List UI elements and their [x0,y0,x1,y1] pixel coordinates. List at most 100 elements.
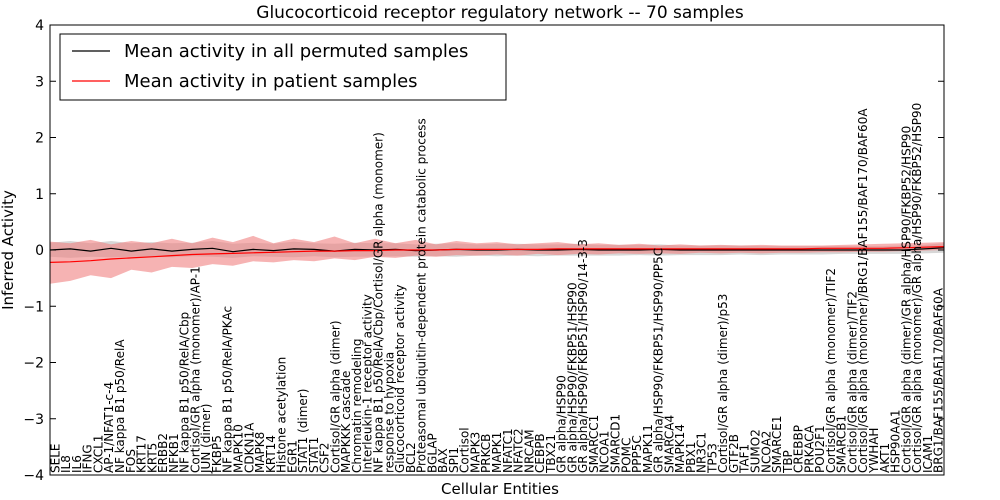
entity-label: MAPK10 [232,424,246,473]
entity-label: Cortisol/GR alpha (dimer)/p53 [716,294,730,473]
y-tick-label: 1 [35,187,44,203]
entity-label: PPP5C [630,435,644,473]
y-tick-label: 2 [35,131,44,147]
legend-label-patient: Mean activity in patient samples [124,71,418,92]
entity-label: CREBBP [792,425,806,473]
entity-label: IL8 [59,455,73,473]
entity-label: CSF2 [318,442,332,473]
entity-label: CXCL1 [92,435,106,473]
entity-label: GR alpha/HSP90/FKBP51/HSP90 [565,282,579,473]
entity-label: NF kappa B1 p50/RelA/PKAc [221,306,235,473]
entity-label: Cortisol/GR alpha (dimer) [328,320,342,473]
entity-label: STAT1 (dimer) [296,389,310,473]
entity-label: BGLAP [425,433,439,473]
entity-label: ERBB2 [156,433,170,473]
entity-label: GR alpha/HSP90/FKBP51/HSP90/PP5C [652,248,666,473]
y-tick-label: 3 [35,74,44,90]
entity-label: BRG1/BAF155/BAF170/BAF60A [932,287,946,473]
entity-label: NF kappa B1 p50/RelA/Cbp/Cortisol/GR alp… [372,132,386,473]
entity-label: SMARCA4 [662,415,676,473]
y-tick-label: −3 [23,412,44,428]
entity-label: BAX [436,448,450,473]
entity-label: GTF2B [727,434,741,473]
entity-label: Cortisol/GR alpha (monomer)/BRG1/BAF155/… [856,108,870,473]
entity-label: FOS [124,449,138,473]
entity-label: FKBP5 [210,435,224,473]
entity-label: Cortisol/GR alpha (monomer)/AP-1 [188,266,202,473]
entity-label: MAPK3 [469,432,483,473]
entity-label: NCOA1 [598,431,612,473]
entity-label: JUN (dimer) [199,404,213,474]
entity-label: STAT1 [307,437,321,473]
entity-label: response to hypoxia [382,352,396,473]
entity-label: NFATC1 [501,428,515,473]
entity-label: PBX1 [684,442,698,473]
entity-label: AKT1 [878,443,892,473]
entity-label: NR3C1 [695,432,709,473]
entity-label: EGR1 [285,440,299,473]
entity-label: Proteasomal ubiquitin-dependent protein … [415,118,429,473]
entity-label: GR alpha/HSP90/FKBP51/HSP90/14-3-3 [576,239,590,473]
entity-label: KRT5 [145,443,159,473]
entity-label: ICAM1 [921,435,935,473]
entity-label: Interleukin-1 receptor activity [361,294,375,473]
entity-label: NF kappa B1 p50/RelA/Cbp [178,312,192,473]
entity-label: SMARCB1 [835,415,849,473]
entity-label: Chromatin remodeling [350,339,364,473]
entity-label: MAPK11 [641,424,655,473]
entity-label: NCOA2 [759,431,773,473]
entity-label: TBX21 [544,434,558,474]
entity-label: SUMO2 [749,429,763,473]
legend-label-permuted: Mean activity in all permuted samples [124,41,468,62]
entity-label: TP53 [705,443,719,474]
entity-label: TAF1 [738,444,752,474]
entity-label: NRCAM [522,429,536,473]
series-line-1 [49,246,945,263]
entity-label: PRKCB [479,434,493,473]
entity-label: SMARCE1 [770,415,784,473]
y-tick-label: −1 [23,299,44,315]
entity-label: IFNG [81,444,95,473]
entity-label: Cortisol/GR alpha (dimer)/TIF2 [845,291,859,473]
entity-label: GR alpha/HSP90 [555,375,569,473]
y-tick-label: 4 [35,18,44,34]
entity-label: MAPK1 [490,432,504,473]
chart-title: Glucocorticoid receptor regulatory netwo… [256,3,744,23]
y-tick-label: 0 [35,243,44,259]
entity-label: Glucocorticoid receptor activity [393,285,407,473]
entity-label: POU2F1 [813,425,827,473]
entity-label: MAPK8 [253,432,267,473]
entity-label: Cortisol [458,427,472,473]
entity-label: KRT17 [135,435,149,473]
entity-label: Histone acetylation [275,357,289,473]
entity-label: NFKB1 [167,433,181,473]
entity-label: POMC [619,438,633,473]
entity-label: KRT14 [264,435,278,473]
entity-label: SPI1 [447,447,461,473]
legend: Mean activity in all permuted samples Me… [59,33,507,101]
entity-label: SELE [48,444,62,473]
x-axis-label: Cellular Entities [441,480,559,498]
entity-label: Cortisol/GR alpha (monomer)/GR alpha/HSP… [910,103,924,473]
legend-frame [59,33,507,101]
entity-label: TBP [781,450,795,474]
y-tick-label: −4 [23,468,44,484]
entity-label: MAPKKK cascade [339,371,353,473]
entity-label: HSP90AA1 [889,409,903,473]
series-band-1 [50,235,944,284]
entity-label: NFATC2 [512,428,526,473]
entity-label: NF kappa B1 p50/RelA [113,339,127,473]
y-axis-label: Inferred Activity [0,190,17,310]
entity-label: CDKN1A [242,422,256,473]
entity-label: BCL2 [404,442,418,473]
y-tick-label: −2 [23,356,44,372]
entity-label: SMARCC1 [587,415,601,473]
entity-label: CEBPB [533,433,547,473]
entity-label: AP-1/NFAT1-c-4 [102,382,116,473]
entity-label: YWHAH [867,428,881,474]
entity-label: SMARCD1 [609,414,623,473]
entity-label: MAPK14 [673,424,687,473]
entity-label: Cortisol/GR alpha (dimer)/GR alpha/HSP90… [899,126,913,473]
